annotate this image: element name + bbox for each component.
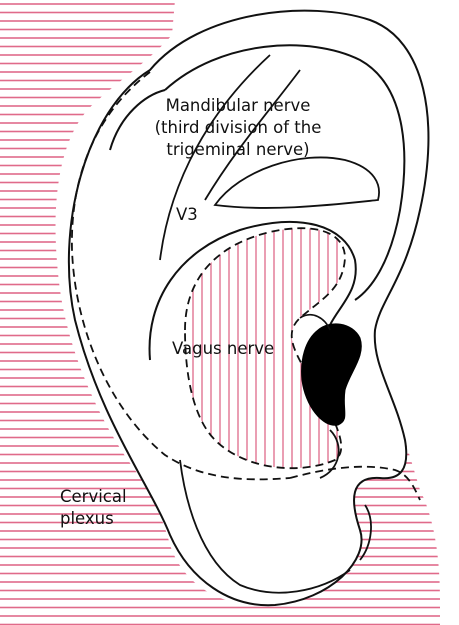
cervical-label-line-2: plexus [60,508,127,530]
vagus-nerve-label: Vagus nerve [172,338,274,360]
mandibular-label-line-1: Mandibular nerve [128,95,348,117]
v3-label: V3 [176,204,198,226]
cervical-label-line-1: Cervical [60,486,127,508]
cervical-plexus-label: Cervical plexus [60,486,127,530]
mandibular-label-line-3: trigeminal nerve) [128,139,348,161]
mandibular-label-line-2: (third division of the [128,117,348,139]
mandibular-nerve-label: Mandibular nerve (third division of the … [128,95,348,161]
